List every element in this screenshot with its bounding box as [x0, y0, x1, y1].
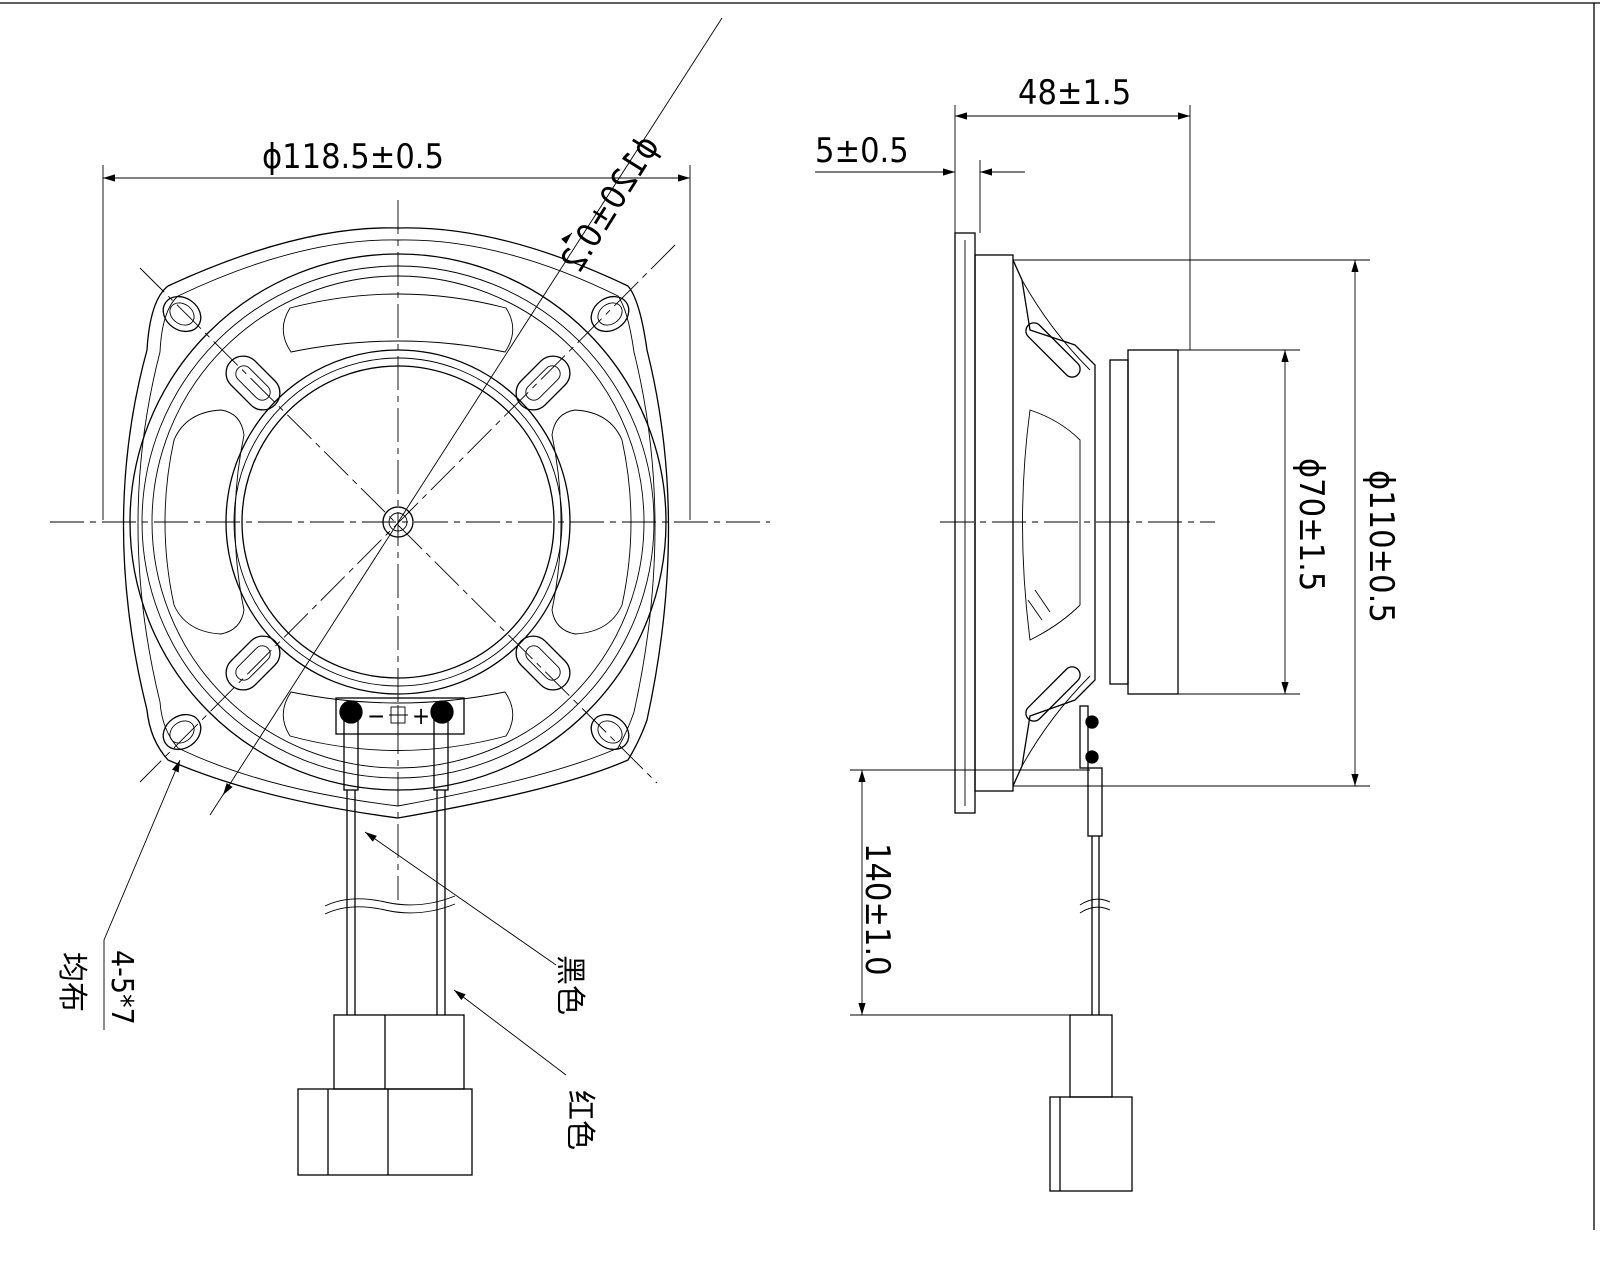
basket-window-right — [551, 409, 632, 635]
dim-depth-text: 48±1.5 — [1018, 73, 1131, 113]
terminal-negative-dot — [339, 700, 363, 724]
surround-outer — [225, 349, 571, 695]
basket-window-top — [282, 293, 514, 353]
black-wire-leader: 黑色 — [364, 831, 587, 1015]
mounting-hole-bottom-right — [590, 713, 630, 751]
dim-depth: 48±1.5 — [954, 73, 1191, 350]
side-cone-profile — [1022, 409, 1081, 641]
mounting-hole-top-right — [590, 295, 630, 333]
dim-wire-length: 140±1.0 — [850, 769, 1112, 1016]
dim-flange: 5±0.5 — [815, 131, 1025, 233]
slot-hole-upper-right — [515, 355, 571, 411]
surround-mid — [233, 357, 563, 687]
hole-note-even: 均布 — [54, 952, 89, 1012]
speaker-frame-inner-outline — [137, 239, 656, 807]
dim-outer-diameter: ϕ118.5±0.5 — [102, 137, 691, 520]
red-wire-leader: 红色 — [453, 989, 597, 1150]
side-slot-lower — [1025, 666, 1081, 722]
dim-body: ϕ110±0.5 — [1013, 259, 1401, 787]
mounting-hole-bottom-left — [162, 713, 202, 751]
dim-mount-diameter-text: ϕ120±0.2 — [553, 129, 668, 280]
side-frame-plate — [974, 254, 1014, 792]
red-wire-label: 红色 — [562, 1090, 597, 1150]
frame-ring-3 — [151, 275, 645, 769]
front-centerline-diag-2 — [139, 244, 676, 783]
dim-flange-text: 5±0.5 — [815, 131, 909, 171]
hole-note-count: 4-5*7 — [104, 950, 139, 1025]
hole-note: 4-5*7 均布 — [54, 759, 181, 1030]
wire-connector — [297, 1014, 473, 1176]
cone-edge — [241, 365, 555, 679]
drawing-frame — [0, 2, 1600, 1230]
dim-outer-diameter-text: ϕ118.5±0.5 — [262, 137, 444, 177]
lead-wires — [324, 719, 456, 1015]
side-connector — [1049, 1014, 1133, 1192]
dust-cap — [382, 506, 414, 538]
dim-body-text: ϕ110±0.5 — [1361, 470, 1401, 623]
terminal-board: − + — [335, 697, 465, 735]
side-magnet — [1127, 349, 1179, 695]
terminal-positive-dot — [430, 700, 454, 724]
dust-cap-inner — [388, 512, 408, 532]
terminal-plus-sign: + — [412, 702, 430, 730]
side-slot-upper — [1025, 322, 1081, 378]
terminal-minus-sign: − — [367, 702, 385, 730]
slot-hole-lower-left — [225, 635, 281, 691]
frame-outer-ring — [129, 253, 667, 791]
side-terminal — [1079, 705, 1111, 1015]
side-basket-profile — [1012, 259, 1096, 787]
frame-ring-2 — [141, 265, 655, 779]
mounting-hole-top-left — [162, 295, 202, 333]
front-centerline-diag-1 — [139, 267, 658, 784]
slot-hole-lower-right — [515, 635, 571, 691]
front-view: − + ϕ118.5±0.5 — [50, 17, 770, 1176]
slot-hole-upper-left — [225, 355, 281, 411]
dim-magnet: ϕ70±1.5 — [1178, 349, 1331, 695]
side-view: 48±1.5 5±0.5 ϕ70±1.5 ϕ110±0.5 — [815, 73, 1401, 1192]
dim-wire-length-text: 140±1.0 — [857, 843, 897, 976]
basket-window-left — [164, 409, 245, 635]
dim-magnet-text: ϕ70±1.5 — [1291, 458, 1331, 591]
basket-window-bottom — [282, 691, 514, 751]
speaker-frame-outline — [122, 227, 670, 819]
black-wire-label: 黑色 — [552, 955, 587, 1015]
